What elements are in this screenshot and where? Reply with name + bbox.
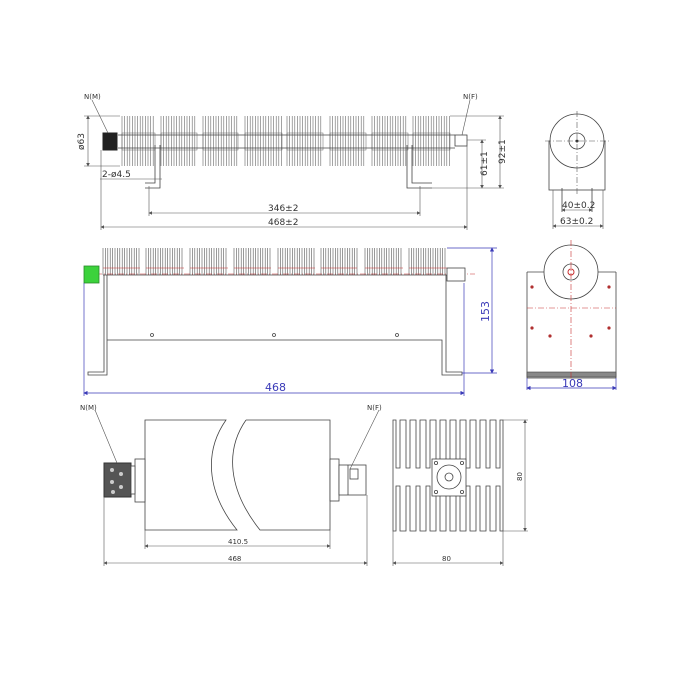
fin-group <box>102 248 140 275</box>
top-right-bracket <box>406 145 432 189</box>
fin-group <box>412 116 451 166</box>
body-length-dimension: 410.5 <box>228 538 248 546</box>
fin-group <box>145 248 184 275</box>
top-right-connector <box>454 134 468 147</box>
top-overall-length-dimension: 468±2 <box>268 218 298 228</box>
inner-width-dimension: 40±0.2 <box>562 201 595 211</box>
fin-group <box>233 248 271 275</box>
heatsink-width-dimension: 80 <box>442 555 451 563</box>
bottom-body <box>144 419 331 531</box>
outer-width-dimension: 63±0.2 <box>560 217 593 227</box>
fin-group <box>160 116 198 166</box>
fin-group <box>329 116 367 166</box>
end-view-side: 108 <box>526 240 617 391</box>
fin-group <box>320 248 358 275</box>
fin-group <box>121 116 156 166</box>
bottom-view: N(M) N(F) 410.5 468 <box>80 404 382 566</box>
fin-group <box>202 116 239 166</box>
fin-group <box>244 116 283 166</box>
top-right-connector-label: N(F) <box>463 93 478 101</box>
top-view: N(M) N(F) ø63 2-ø4.5 346±2 468±2 61±1 92… <box>77 93 508 230</box>
top-left-connector <box>102 132 118 151</box>
top-left-bracket <box>145 145 161 189</box>
overall-height-dimension: 92±1 <box>498 139 508 164</box>
heatsink-height-dimension: 80 <box>516 472 524 481</box>
bottom-right-connector <box>338 464 367 496</box>
bottom-left-connector-label: N(M) <box>80 404 97 412</box>
fin-group <box>286 116 324 166</box>
bottom-right-connector-label: N(F) <box>367 404 382 412</box>
side-length-dimension: 468 <box>265 381 286 394</box>
side-height-dimension: 153 <box>479 301 492 322</box>
bottom-left-connector <box>103 462 132 498</box>
side-bracket <box>87 275 463 376</box>
side-view: 153 468 <box>83 247 497 396</box>
fin-group <box>408 248 447 275</box>
diameter-dimension: ø63 <box>77 133 87 150</box>
end-view-top: 40±0.2 63±0.2 <box>545 111 610 229</box>
side-left-connector <box>83 265 100 284</box>
fin-group <box>371 116 409 166</box>
fin-group <box>364 248 403 275</box>
heatsink-end-view: 80 80 <box>392 419 528 566</box>
end-width-dimension: 108 <box>562 377 583 390</box>
top-heatsink-fins <box>121 116 451 166</box>
fin-group <box>277 248 315 275</box>
hole-spacing-dimension: 346±2 <box>268 204 298 214</box>
top-left-connector-label: N(M) <box>84 93 101 101</box>
bottom-overall-length-dimension: 468 <box>228 555 241 563</box>
side-right-connector <box>446 267 466 282</box>
fin-group <box>189 248 228 275</box>
side-heatsink-fins <box>102 248 447 275</box>
mount-hole-dimension: 2-ø4.5 <box>102 170 131 180</box>
connector-height-dimension: 61±1 <box>480 151 490 176</box>
